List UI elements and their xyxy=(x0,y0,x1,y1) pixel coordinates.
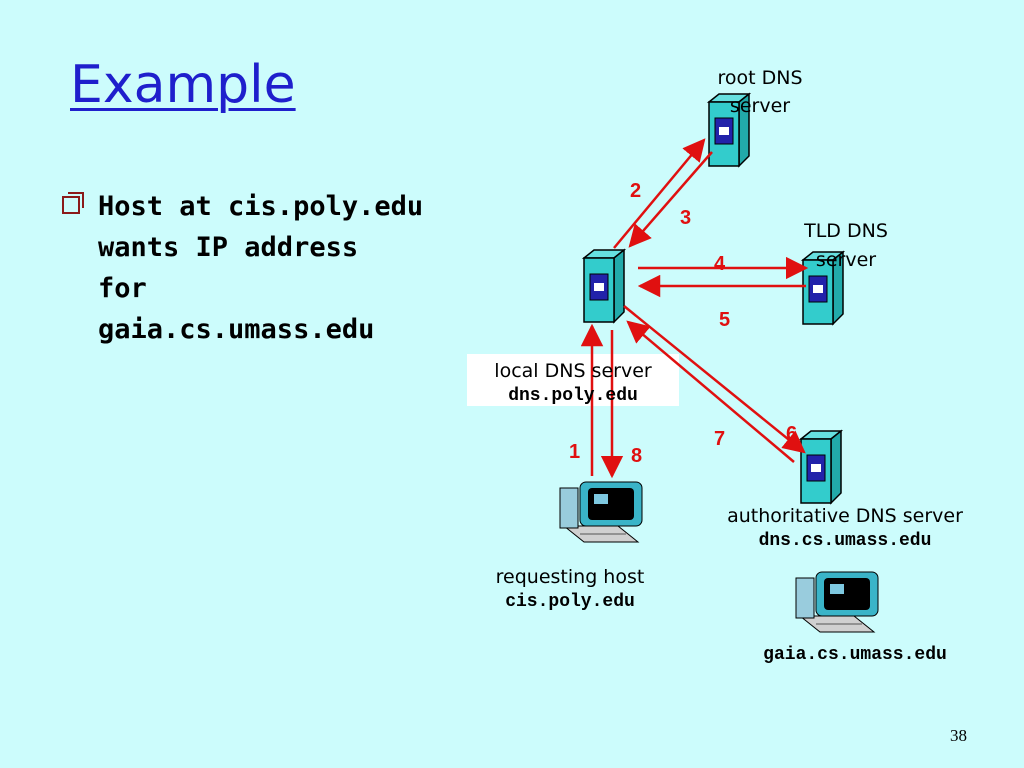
bullet-text: Host at cis.poly.edu wants IP address fo… xyxy=(98,186,458,350)
arrow-step-6 xyxy=(623,305,806,454)
bullet-line: Host at cis.poly.edu xyxy=(98,191,424,222)
local-dns-server-icon xyxy=(583,249,625,323)
step-number: 1 xyxy=(569,441,581,463)
arrow-step-2 xyxy=(613,138,706,249)
step-number: 2 xyxy=(630,180,642,202)
local-dns-label-box xyxy=(467,354,679,406)
slide-title: Example xyxy=(70,55,296,115)
node-label-line: TLD DNS xyxy=(804,220,888,242)
node-label-line: requesting host xyxy=(495,566,645,588)
node-label-line: local DNS server xyxy=(494,360,652,382)
local-dns-label: local DNS server dns.poly.edu xyxy=(467,360,679,406)
bullet-line: for xyxy=(98,273,147,304)
node-label-line: root DNS xyxy=(717,67,803,89)
node-label-line: dns.poly.edu xyxy=(508,386,638,406)
root-dns-label: root DNS server xyxy=(690,64,830,120)
page-number: 38 xyxy=(950,726,967,745)
step-number: 5 xyxy=(719,309,731,331)
arrow-step-3 xyxy=(628,151,713,248)
bullet-box-icon xyxy=(62,192,84,214)
node-label-line: server xyxy=(729,95,791,117)
gaia-host-computer-icon xyxy=(795,571,879,633)
arrow-step-7 xyxy=(626,320,795,463)
step-number: 7 xyxy=(714,428,726,450)
requesting-host-computer-icon xyxy=(559,481,643,543)
step-number: 6 xyxy=(786,423,798,445)
node-label-line: cis.poly.edu xyxy=(505,592,635,612)
gaia-host-label: gaia.cs.umass.edu xyxy=(763,645,947,665)
step-number: 3 xyxy=(680,207,692,229)
node-label-line: dns.cs.umass.edu xyxy=(758,531,932,551)
step-number: 8 xyxy=(631,445,643,467)
authoritative-dns-label: authoritative DNS server dns.cs.umass.ed… xyxy=(700,505,990,551)
tld-dns-label: TLD DNS server xyxy=(776,217,916,275)
authoritative-dns-server-icon xyxy=(800,430,842,504)
bullet-line: gaia.cs.umass.edu xyxy=(98,314,375,345)
node-label-line: server xyxy=(815,249,877,271)
bullet-line: wants IP address xyxy=(98,232,359,263)
requesting-host-label: requesting host cis.poly.edu xyxy=(460,566,680,612)
node-label-line: authoritative DNS server xyxy=(727,505,963,527)
step-number: 4 xyxy=(714,253,726,275)
